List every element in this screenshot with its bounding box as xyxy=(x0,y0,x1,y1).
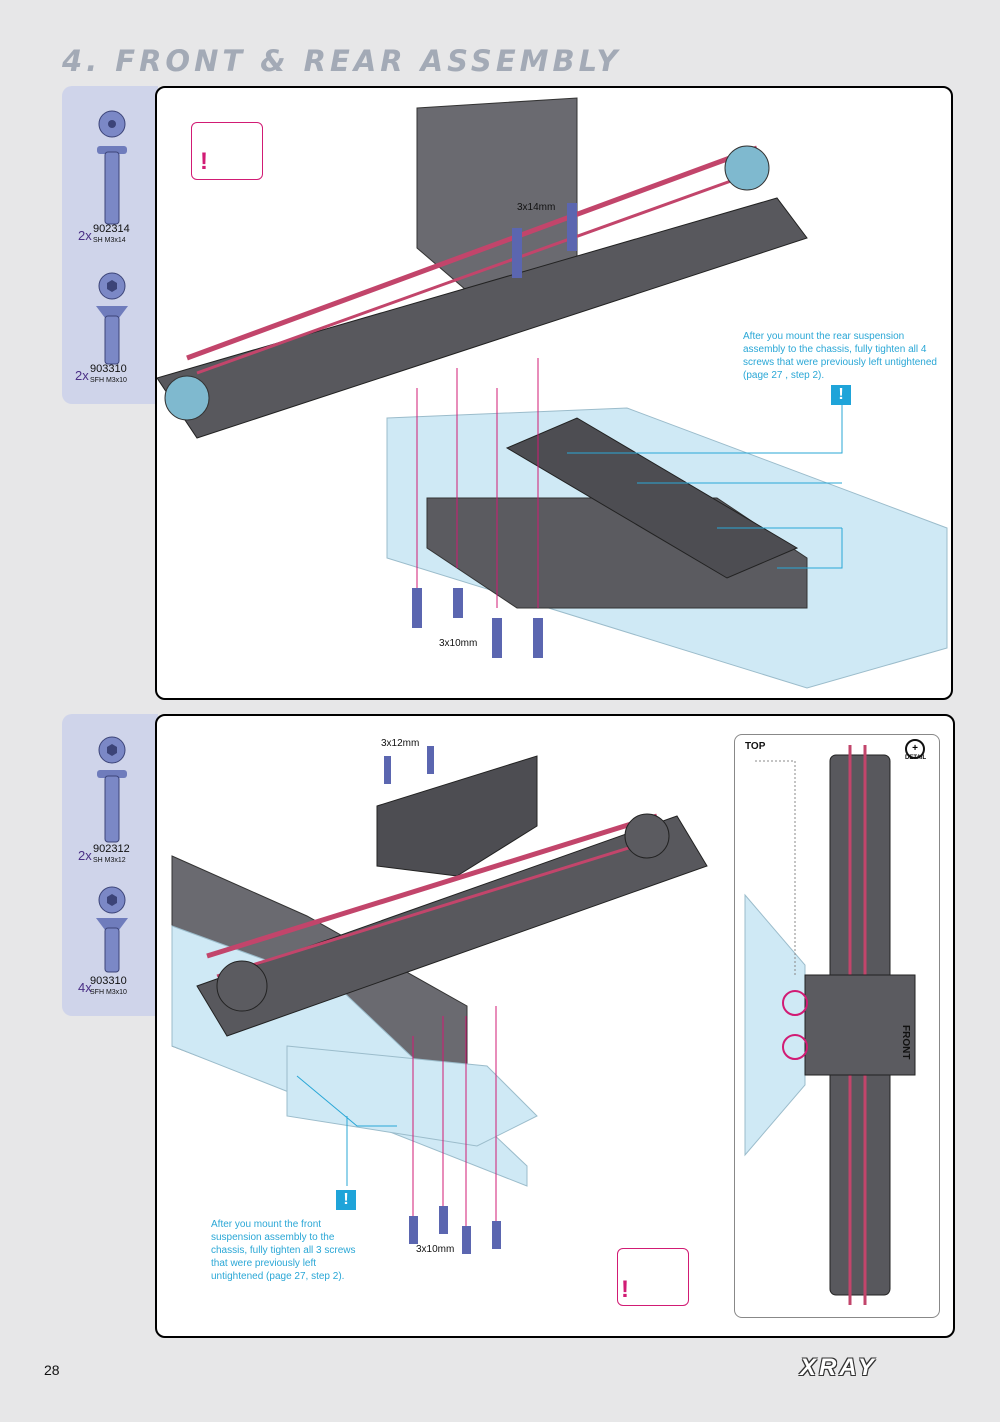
flat-head-screw-icon xyxy=(96,272,128,365)
front-label: FRONT xyxy=(900,1025,911,1060)
top-view-detail: TOP FRONT DETAIL + xyxy=(734,734,940,1318)
detail-zoom-icon: + xyxy=(905,739,925,759)
part-qty: 2x xyxy=(78,848,92,863)
step1-panel: ! 3x14mm 3x10mm After you mount the rear… xyxy=(155,86,953,700)
button-head-screw-icon xyxy=(97,110,127,225)
warning-icon: ! xyxy=(621,1276,629,1303)
page-title: 4. FRONT & REAR ASSEMBLY xyxy=(62,44,622,78)
rear-assembly-illustration xyxy=(157,97,948,689)
screw-size-label: 3x14mm xyxy=(517,202,556,213)
page-number: 28 xyxy=(44,1362,60,1378)
button-head-screw-icon xyxy=(97,736,127,843)
screw-size-label: 3x12mm xyxy=(381,738,420,749)
warning-icon: ! xyxy=(200,148,208,175)
brand-logo: XRAY xyxy=(800,1354,877,1381)
tighten-note: After you mount the rear suspension asse… xyxy=(743,331,937,381)
tighten-note: After you mount the front suspension ass… xyxy=(211,1219,356,1282)
top-label: TOP xyxy=(745,741,766,752)
flat-head-screw-icon xyxy=(96,886,128,973)
info-warning-icon: ! xyxy=(336,1190,356,1210)
info-warning-icon: ! xyxy=(831,385,851,405)
screw-size-label: 3x10mm xyxy=(439,638,478,649)
part-qty: 4x xyxy=(78,980,92,995)
part-qty: 2x xyxy=(75,368,89,383)
top-view-illustration xyxy=(744,745,916,1305)
overview-thumbnail xyxy=(191,122,263,180)
screw-size-label: 3x10mm xyxy=(416,1244,455,1255)
overview-thumbnail xyxy=(617,1248,689,1306)
front-assembly-illustration xyxy=(171,746,708,1254)
part-qty: 2x xyxy=(78,228,92,243)
